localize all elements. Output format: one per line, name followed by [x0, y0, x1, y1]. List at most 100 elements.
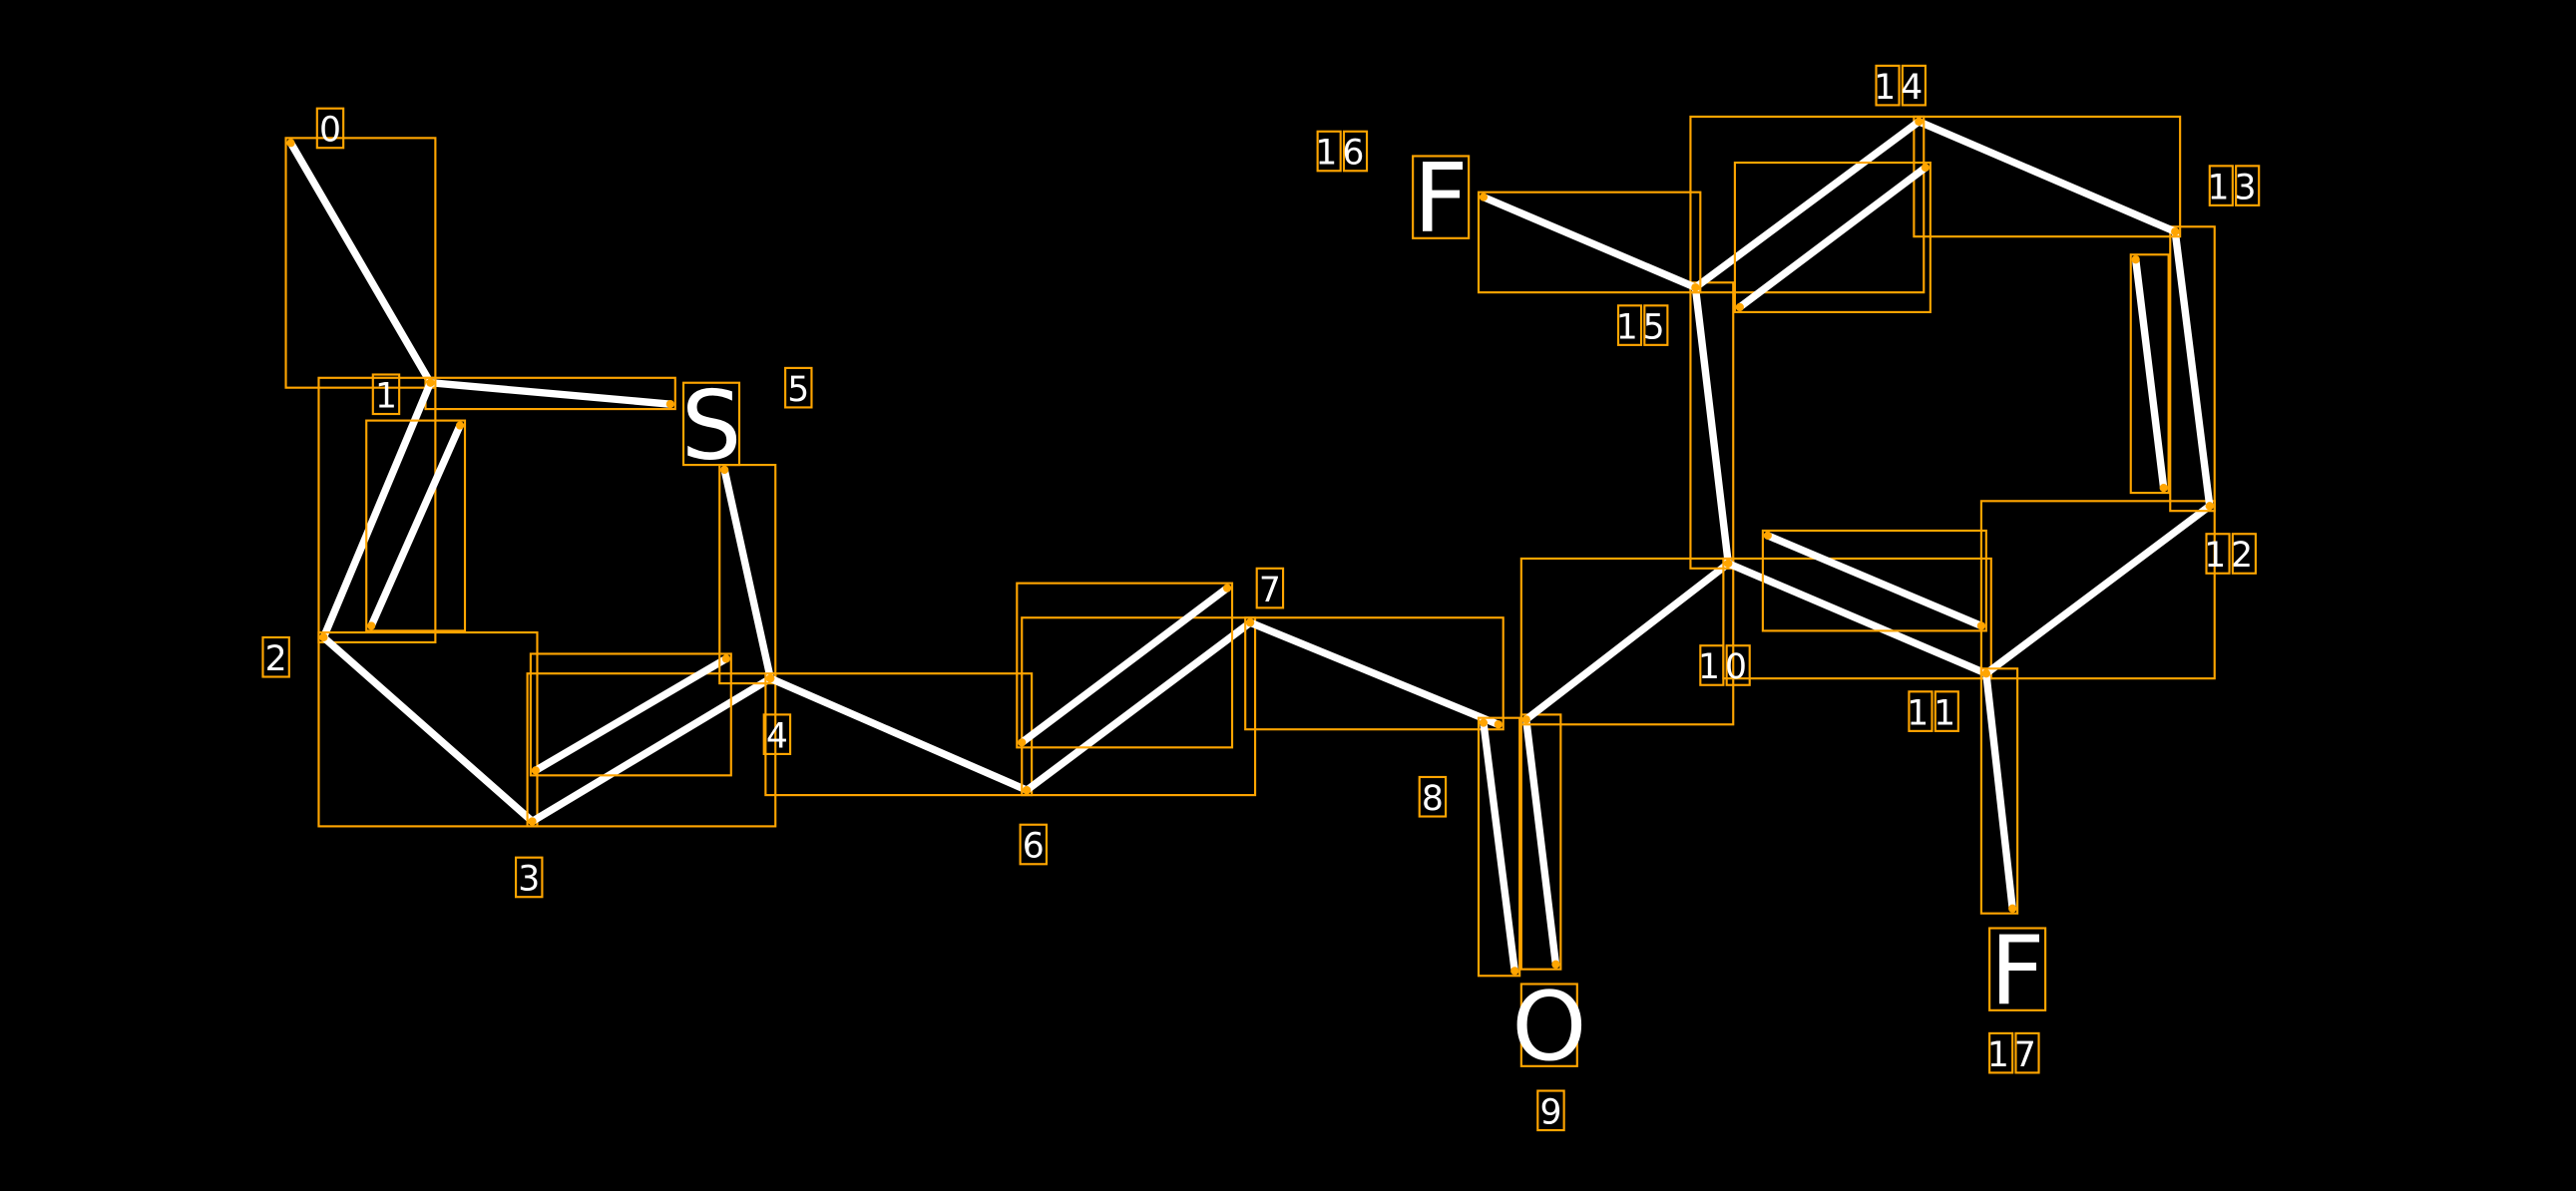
bond-endpoint — [665, 400, 674, 409]
bond-endpoint — [1510, 967, 1519, 976]
bond-bounding-box — [526, 672, 777, 828]
bond-bounding-box — [1244, 616, 1504, 731]
bond-inner-line — [532, 654, 730, 775]
bond-line — [1480, 718, 1518, 976]
atom-10: 10 — [1698, 644, 1752, 687]
bond-bounding-box — [284, 137, 437, 389]
bond-2-3 — [317, 630, 539, 828]
atom-index-box — [1418, 775, 1448, 818]
atom-index-box — [1316, 130, 1342, 173]
bond-endpoint — [1981, 669, 1990, 678]
bond-endpoint — [1763, 531, 1772, 541]
bond-bounding-box — [1979, 500, 2216, 680]
atom-index-box — [762, 713, 792, 755]
atom-index-box — [1901, 64, 1927, 107]
bond-line — [1246, 618, 1503, 728]
atom-0: 0 — [315, 107, 345, 151]
bond-endpoint — [1921, 163, 1931, 173]
bond-endpoint — [1724, 559, 1733, 569]
bond-endpoint — [455, 421, 465, 430]
bond-11-17 — [1979, 667, 2019, 915]
atom-index-box — [371, 373, 401, 416]
atom-index-box — [1255, 567, 1285, 609]
bond-endpoint — [426, 378, 435, 387]
bond-bounding-box — [1722, 557, 1992, 680]
bond-6-7 — [1016, 582, 1257, 797]
bond-line — [720, 466, 774, 682]
atom-17: F17 — [1987, 915, 2047, 1075]
atom-index-label: 3 — [518, 860, 540, 900]
bond-7-8 — [1244, 616, 1504, 731]
atom-index-box — [315, 107, 345, 150]
atom-index-box — [2235, 165, 2261, 206]
atom-12: 12 — [2204, 533, 2257, 576]
bond-bounding-box — [1689, 115, 1926, 294]
atom-index-box — [2205, 533, 2231, 575]
bond-3-4 — [526, 652, 777, 828]
bond-1-2 — [317, 376, 467, 644]
bond-13-14 — [1913, 115, 2182, 238]
atom-13: 13 — [2208, 165, 2261, 207]
bond-endpoint — [319, 632, 328, 642]
atom-index-label: 5 — [787, 370, 809, 410]
bond-8-10 — [1519, 557, 1735, 726]
bond-bounding-box — [529, 652, 732, 777]
bond-line — [1915, 118, 2179, 235]
bond-bounding-box — [718, 464, 777, 685]
atom-index-box — [2231, 533, 2257, 575]
bond-bounding-box — [1477, 191, 1702, 294]
bond-line — [1023, 618, 1254, 794]
bond-endpoint — [2159, 484, 2168, 493]
atom-index-label: 7 — [1259, 571, 1281, 610]
bond-line — [319, 633, 537, 826]
bond-bounding-box — [1519, 713, 1562, 971]
bond-endpoint — [1735, 302, 1744, 312]
bond-bounding-box — [2169, 225, 2216, 513]
bond-endpoint — [2171, 227, 2180, 236]
bond-line — [2171, 227, 2214, 510]
bond-endpoint — [528, 817, 537, 826]
atom-symbol: F — [1990, 915, 2045, 1026]
bond-inner-line — [1018, 584, 1231, 747]
bond-endpoint — [1023, 786, 1032, 795]
atom-index-box — [514, 856, 544, 899]
atom-index-label: 14 — [1874, 68, 1928, 108]
bond-bounding-box — [2129, 253, 2170, 495]
bond-11-12 — [1979, 500, 2216, 680]
atom-7: 7 — [1255, 567, 1285, 610]
atom-index-box — [1875, 64, 1901, 107]
bond-endpoint — [1691, 283, 1700, 292]
bond-0-1 — [284, 137, 437, 389]
atom-index-box — [1019, 823, 1049, 866]
atom-symbol-box — [681, 381, 741, 467]
bond-bounding-box — [1477, 716, 1521, 978]
bond-endpoint — [2008, 904, 2017, 913]
atom-8: 8 — [1418, 775, 1448, 819]
atom-index-label: 0 — [319, 111, 341, 151]
atom-6: 6 — [1019, 823, 1049, 867]
bond-bounding-box — [1519, 557, 1735, 726]
bond-line — [1724, 560, 1990, 677]
atom-index-box — [261, 635, 290, 678]
atom-index-label: 11 — [1907, 693, 1960, 733]
atom-index-label: 15 — [1616, 307, 1670, 347]
bond-1-5 — [424, 376, 676, 411]
atom-index-label: 10 — [1698, 647, 1752, 687]
atom-16: F16 — [1315, 130, 1471, 254]
bond-line — [766, 674, 1031, 794]
bond-endpoint — [367, 621, 376, 630]
bonds-layer — [284, 115, 2216, 978]
bond-line — [1982, 502, 2214, 677]
atom-1: 1 — [371, 373, 401, 416]
atom-index-label: 9 — [1539, 1092, 1561, 1132]
atom-symbol-box — [1988, 927, 2047, 1011]
atom-index-label: 4 — [766, 716, 788, 756]
bond-endpoint — [2131, 255, 2140, 264]
atom-index-box — [1536, 1089, 1565, 1132]
bond-8-9 — [1477, 713, 1562, 978]
atom-index-label: 6 — [1023, 827, 1045, 867]
atom-11: 11 — [1907, 690, 1960, 733]
bond-12-13 — [2129, 225, 2216, 513]
atom-index-box — [1988, 1031, 2014, 1074]
